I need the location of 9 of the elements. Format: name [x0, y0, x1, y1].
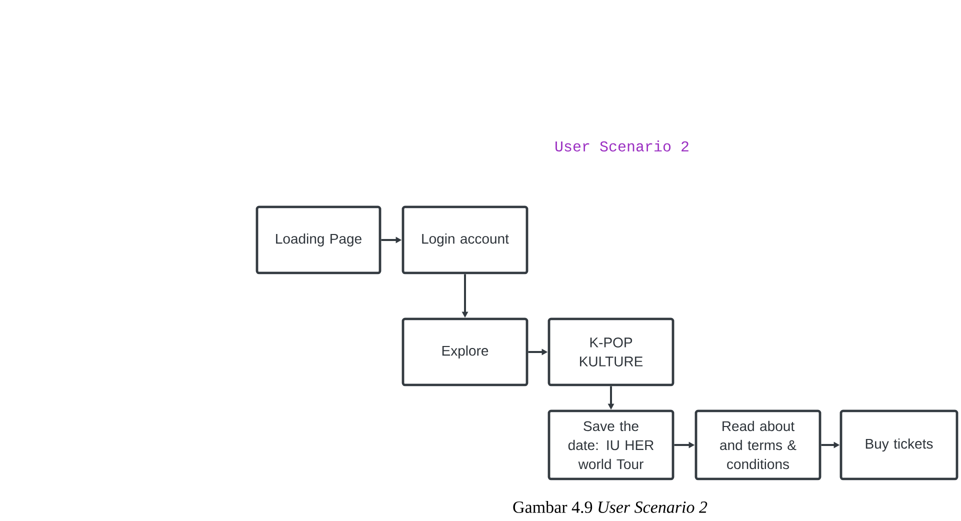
process-box: Login account — [402, 206, 528, 274]
process-box: Loading Page — [256, 206, 382, 274]
subtitle: User Scenario 2 — [556, 140, 688, 152]
caption: Gambar 4.9 User Scenario 2 — [513, 500, 708, 513]
process-box: K-POP KULTURE — [548, 318, 674, 386]
process-box: Read about and terms & conditions — [694, 410, 822, 480]
process-box: Buy tickets — [840, 410, 958, 480]
process-box: Explore — [402, 318, 528, 386]
process-box: Save the date: IU HER world Tour — [548, 410, 674, 480]
